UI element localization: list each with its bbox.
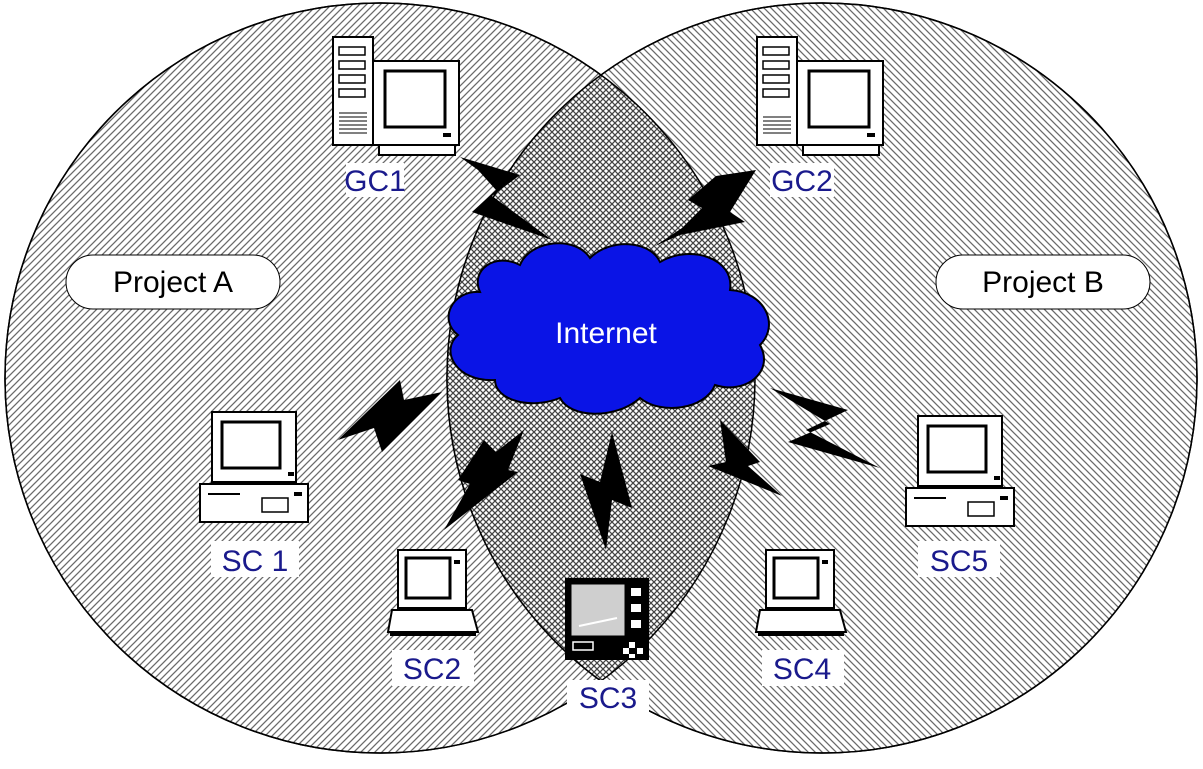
link-sc2-internet: [444, 430, 524, 530]
laptop-icon: [386, 549, 480, 636]
project-a-badge: Project A: [65, 254, 281, 310]
internet-label: Internet: [555, 317, 657, 350]
sc4-label: SC4: [773, 653, 831, 686]
sc2-node: SC2: [386, 549, 480, 686]
project-a-label: Project A: [113, 266, 233, 299]
sc2-label: SC2: [403, 653, 461, 686]
desktop-pc-icon: [905, 415, 1015, 527]
server-workstation-icon: [332, 36, 460, 156]
sc4-node: SC4: [754, 549, 848, 686]
project-b-badge: Project B: [935, 254, 1151, 310]
link-sc4-internet: [708, 420, 782, 496]
sc5-label: SC5: [930, 545, 988, 578]
sc5-node: SC5: [905, 415, 1015, 578]
link-gc2-internet: [655, 170, 756, 246]
gc2-node: GC2: [756, 36, 884, 198]
laptop-icon: [754, 549, 848, 636]
project-b-label: Project B: [982, 266, 1104, 299]
gc1-label: GC1: [344, 165, 406, 198]
sc3-label: SC3: [579, 682, 637, 715]
sc3-node: SC3: [565, 578, 649, 716]
gc2-label: GC2: [771, 165, 833, 198]
cloud-icon: [447, 242, 770, 415]
desktop-pc-icon: [199, 411, 309, 523]
sc1-label: SC 1: [222, 545, 289, 578]
server-workstation-icon: [756, 36, 884, 156]
link-gc1-internet: [460, 157, 552, 240]
internet-cloud: Internet: [447, 242, 770, 415]
sc1-node: SC 1: [199, 411, 309, 578]
tablet-device-icon: [565, 578, 649, 660]
gc1-node: GC1: [332, 36, 460, 198]
link-sc1-internet: [338, 380, 442, 452]
lightning-link-icon: [655, 170, 756, 246]
link-sc5-internet: [770, 388, 880, 468]
overlap-region: [447, 3, 755, 753]
link-sc3-internet: [580, 432, 632, 550]
